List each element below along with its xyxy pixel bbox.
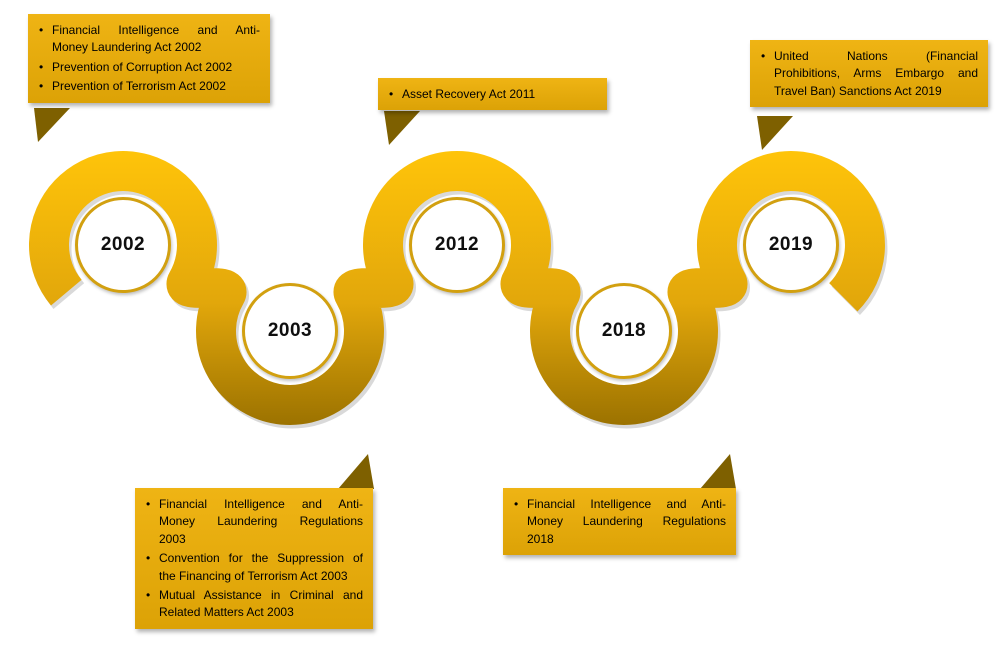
band-ribbon [29, 151, 885, 425]
year-label-2002: 2002 [100, 234, 146, 255]
year-label-2003: 2003 [267, 320, 313, 341]
bullet-item: Financial Intelligence and Anti- Money L… [143, 496, 363, 548]
timeline-node-2018: 2018 [576, 283, 672, 379]
bullet-item: Prevention of Corruption Act 2002 [36, 59, 260, 77]
callout-2018-act: Financial Intelligence and Anti- Money L… [503, 488, 736, 556]
bullet-item: Prevention of Terrorism Act 2002 [36, 78, 260, 96]
callout-pointer-2019 [757, 116, 793, 150]
callout-pointer-2012 [384, 111, 420, 145]
callout-pointer-2003 [338, 454, 374, 489]
bullet-item: United Nations (Financial Prohibitions, … [758, 48, 978, 100]
bullet-item: Asset Recovery Act 2011 [386, 86, 597, 104]
bullet-item: Financial Intelligence and Anti- Money L… [36, 22, 260, 57]
callout-2003-acts: Financial Intelligence and Anti- Money L… [135, 488, 373, 629]
callout-pointer-2018 [700, 454, 736, 489]
callout-2019-act: United Nations (Financial Prohibitions, … [750, 40, 988, 108]
bullet-item: Convention for the Suppression of the Fi… [143, 550, 363, 585]
timeline-node-2012: 2012 [409, 197, 505, 293]
year-label-2012: 2012 [434, 234, 480, 255]
timeline-node-2019: 2019 [743, 197, 839, 293]
bullet-item: Financial Intelligence and Anti- Money L… [511, 496, 726, 548]
timeline-node-2003: 2003 [242, 283, 338, 379]
callout-2011-act: Asset Recovery Act 2011 [378, 78, 607, 111]
bullet-item: Mutual Assistance in Criminal and Relate… [143, 587, 363, 622]
year-label-2019: 2019 [768, 234, 814, 255]
year-label-2018: 2018 [601, 320, 647, 341]
callout-2002-acts: Financial Intelligence and Anti- Money L… [28, 14, 270, 103]
callout-pointer-2002 [34, 108, 70, 142]
timeline-node-2002: 2002 [75, 197, 171, 293]
